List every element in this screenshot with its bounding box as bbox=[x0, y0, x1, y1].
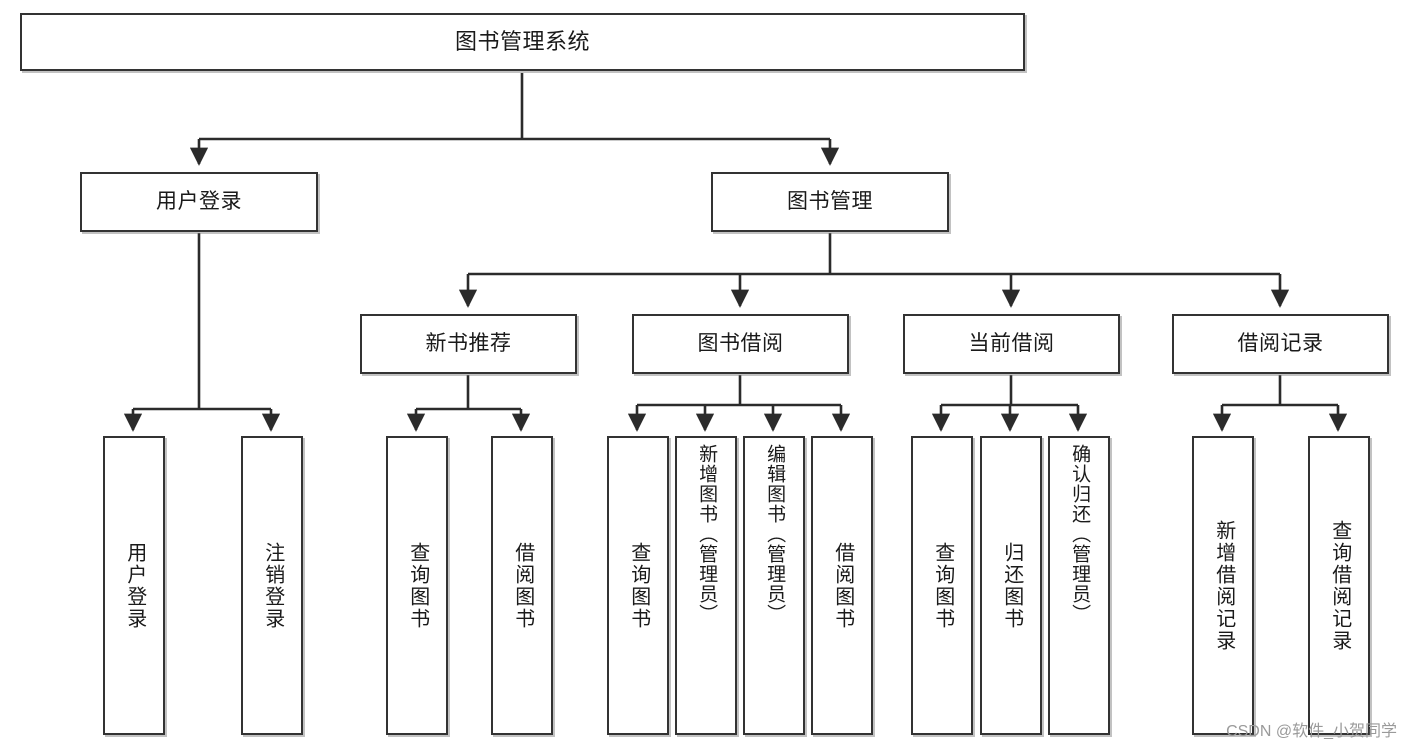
node-label: 当前借阅 bbox=[968, 332, 1055, 356]
node-label: 查询图书 bbox=[931, 541, 954, 630]
node-label: 编辑图书（管理员） bbox=[764, 444, 786, 624]
node-leaf-add-book[interactable]: 新增图书（管理员） bbox=[675, 436, 737, 735]
node-label: 新增图书（管理员） bbox=[696, 444, 718, 624]
node-leaf-logout[interactable]: 注销登录 bbox=[241, 436, 303, 735]
node-label: 借阅记录 bbox=[1237, 332, 1324, 356]
node-label: 查询图书 bbox=[627, 541, 650, 630]
node-label: 新增借阅记录 bbox=[1212, 519, 1235, 652]
node-user-login[interactable]: 用户登录 bbox=[80, 172, 318, 232]
node-root-system[interactable]: 图书管理系统 bbox=[20, 13, 1025, 71]
node-label: 图书管理系统 bbox=[454, 28, 590, 54]
node-label: 用户登录 bbox=[156, 190, 242, 214]
node-label: 新书推荐 bbox=[425, 332, 512, 356]
node-label: 查询图书 bbox=[406, 541, 429, 630]
node-label: 图书借阅 bbox=[697, 332, 784, 356]
node-leaf-query-book-current[interactable]: 查询图书 bbox=[911, 436, 973, 735]
node-leaf-confirm-return[interactable]: 确认归还（管理员） bbox=[1048, 436, 1110, 735]
node-leaf-add-borrow-record[interactable]: 新增借阅记录 bbox=[1192, 436, 1254, 735]
node-label: 注销登录 bbox=[261, 541, 284, 630]
node-leaf-user-login[interactable]: 用户登录 bbox=[103, 436, 165, 735]
node-label: 查询借阅记录 bbox=[1328, 519, 1351, 652]
node-leaf-query-book-borrow[interactable]: 查询图书 bbox=[607, 436, 669, 735]
node-book-management[interactable]: 图书管理 bbox=[711, 172, 949, 232]
node-current-borrow[interactable]: 当前借阅 bbox=[903, 314, 1120, 374]
node-label: 图书管理 bbox=[787, 190, 873, 214]
node-leaf-query-book-recommend[interactable]: 查询图书 bbox=[386, 436, 448, 735]
node-leaf-borrow-book[interactable]: 借阅图书 bbox=[811, 436, 873, 735]
node-book-borrow[interactable]: 图书借阅 bbox=[632, 314, 849, 374]
node-leaf-borrow-book-recommend[interactable]: 借阅图书 bbox=[491, 436, 553, 735]
node-leaf-return-book[interactable]: 归还图书 bbox=[980, 436, 1042, 735]
node-label: 用户登录 bbox=[123, 541, 146, 630]
node-borrow-record[interactable]: 借阅记录 bbox=[1172, 314, 1389, 374]
node-label: 借阅图书 bbox=[831, 541, 854, 630]
node-label: 归还图书 bbox=[1000, 541, 1023, 630]
node-leaf-edit-book[interactable]: 编辑图书（管理员） bbox=[743, 436, 805, 735]
node-label: 借阅图书 bbox=[511, 541, 534, 630]
node-new-book-recommend[interactable]: 新书推荐 bbox=[360, 314, 577, 374]
node-label: 确认归还（管理员） bbox=[1069, 444, 1091, 624]
node-leaf-query-borrow-record[interactable]: 查询借阅记录 bbox=[1308, 436, 1370, 735]
